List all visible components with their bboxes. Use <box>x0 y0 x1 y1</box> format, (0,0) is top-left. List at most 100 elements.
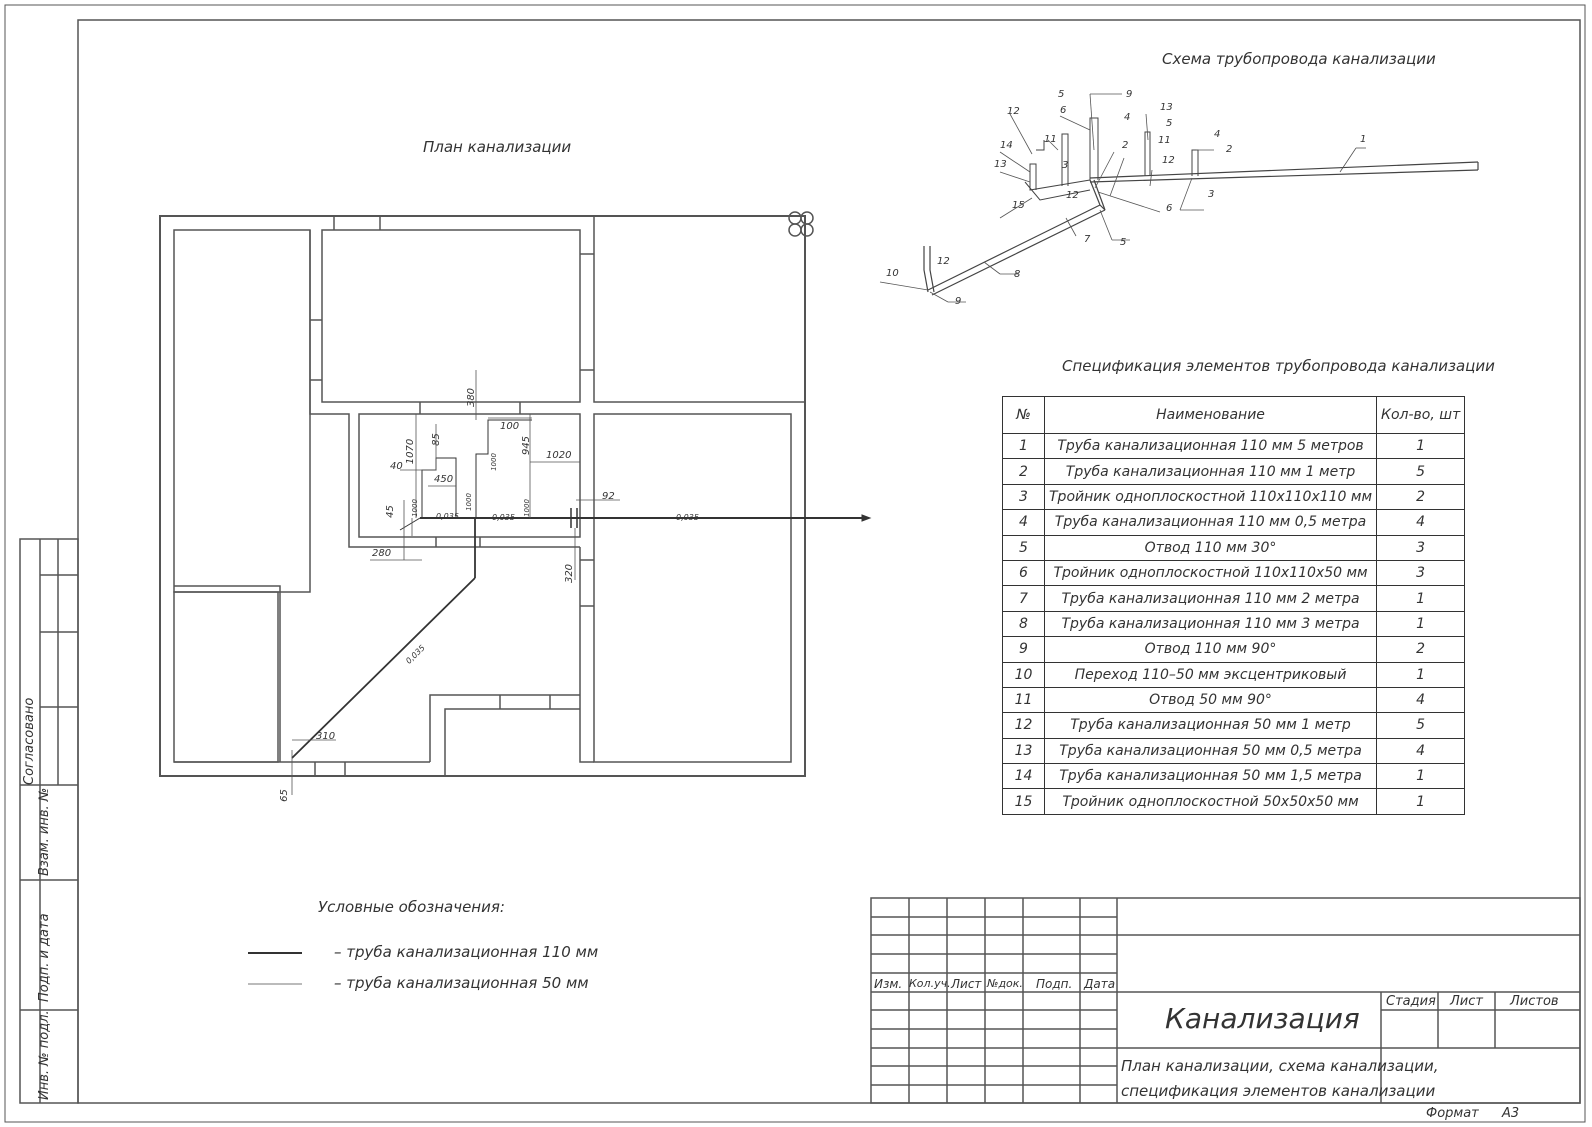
spec-cell-qty: 1 <box>1376 432 1466 460</box>
drawing-description-1: План канализации, схема канализации, <box>1121 1057 1439 1075</box>
scheme-callout: 12 <box>937 256 950 267</box>
scheme-title: Схема трубопровода канализации <box>1162 50 1436 68</box>
scheme-callout: 12 <box>1007 106 1020 117</box>
spec-cell-number: 12 <box>1002 712 1045 739</box>
scheme-callout: 8 <box>1014 269 1021 280</box>
spec-cell-number: 14 <box>1002 763 1045 790</box>
spec-cell-number: 5 <box>1002 534 1045 561</box>
spec-cell-number: 10 <box>1002 661 1045 688</box>
dim-320: 320 <box>564 563 576 584</box>
riser-marker: 1000 <box>464 493 473 511</box>
spec-cell-qty: 1 <box>1376 763 1466 790</box>
spec-cell-name: Тройник одноплоскостной 50х50х50 мм <box>1043 788 1378 815</box>
scheme-callout: 13 <box>994 159 1007 170</box>
scheme-callout: 6 <box>1166 203 1173 214</box>
tb-sheets: Листов <box>1510 994 1559 1009</box>
spec-cell-qty: 4 <box>1376 737 1466 765</box>
spec-cell-number: 4 <box>1002 509 1045 536</box>
spec-cell-qty: 1 <box>1376 661 1466 688</box>
tb-col-koluch: Кол.уч. <box>909 977 951 990</box>
spec-cell-number: 15 <box>1002 788 1045 815</box>
spec-cell-name: Тройник одноплоскостной 110х110х110 мм <box>1043 483 1378 511</box>
spec-cell-qty: 3 <box>1376 534 1466 561</box>
spec-cell-name: Труба канализационная 50 мм 1 метр <box>1043 712 1378 739</box>
riser-marker: 1000 <box>410 499 419 517</box>
dim-100: 100 <box>500 421 520 432</box>
legend-item-50: – труба канализационная 50 мм <box>334 974 589 992</box>
dim-65: 65 <box>278 789 290 802</box>
tb-sheet: Лист <box>1450 994 1483 1009</box>
spec-cell-name: Труба канализационная 50 мм 0,5 метра <box>1043 737 1378 765</box>
spec-cell-qty: 1 <box>1376 585 1466 612</box>
scheme-callout: 12 <box>1066 190 1079 201</box>
riser-marker: 1000 <box>489 453 498 471</box>
scheme-callout: 4 <box>1214 129 1221 140</box>
spec-cell-name: Отвод 50 мм 90° <box>1043 686 1378 714</box>
scheme-callout: 12 <box>1162 155 1175 166</box>
scheme-callout: 13 <box>1160 102 1173 113</box>
spec-cell-name: Переход 110–50 мм эксцентриковый <box>1043 661 1378 688</box>
scheme-callout: 4 <box>1124 112 1131 123</box>
scheme-callout: 6 <box>1060 105 1067 116</box>
scheme-callout: 5 <box>1058 89 1065 100</box>
spec-cell-name: Труба канализационная 50 мм 1,5 метра <box>1043 763 1378 790</box>
spec-cell-qty: 4 <box>1376 686 1466 714</box>
spec-title: Спецификация элементов трубопровода кана… <box>1062 357 1495 375</box>
spec-cell-qty: 5 <box>1376 712 1466 739</box>
spec-cell-name: Отвод 110 мм 90° <box>1043 636 1378 663</box>
spec-cell-number: 8 <box>1002 610 1045 638</box>
dim-92: 92 <box>602 491 615 502</box>
stamp-inv-replace: Взам. инв. № <box>37 787 52 876</box>
spec-cell-qty: 1 <box>1376 788 1466 815</box>
spec-header-name: Наименование <box>1043 396 1378 434</box>
stamp-sign-date: Подп. и дата <box>37 913 52 1002</box>
spec-cell-name: Тройник одноплоскостной 110х110х50 мм <box>1043 559 1378 587</box>
tb-col-podp: Подп. <box>1036 977 1073 991</box>
dim-945: 945 <box>521 435 533 456</box>
scheme-callout: 3 <box>1062 160 1069 171</box>
spec-cell-name: Труба канализационная 110 мм 2 метра <box>1043 585 1378 612</box>
dim-85: 85 <box>430 433 442 446</box>
stamp-agreed: Согласовано <box>22 697 37 785</box>
scheme-callout: 7 <box>1084 234 1091 245</box>
spec-cell-name: Труба канализационная 110 мм 1 метр <box>1043 458 1378 485</box>
dim-45: 45 <box>384 505 396 518</box>
spec-cell-qty: 1 <box>1376 610 1466 638</box>
dim-280: 280 <box>372 548 392 559</box>
slope-label: 0,035 <box>492 513 515 522</box>
scheme-callout: 1 <box>1360 134 1367 145</box>
scheme-callout: 14 <box>1000 140 1013 151</box>
dim-380: 380 <box>466 387 478 408</box>
spec-cell-name: Труба канализационная 110 мм 3 метра <box>1043 610 1378 638</box>
spec-cell-qty: 2 <box>1376 636 1466 663</box>
spec-cell-name: Отвод 110 мм 30° <box>1043 534 1378 561</box>
spec-cell-name: Труба канализационная 110 мм 0,5 метра <box>1043 509 1378 536</box>
spec-header-number: № <box>1002 396 1045 434</box>
tb-col-doc: №док. <box>987 977 1023 990</box>
tb-format-label: Формат <box>1426 1106 1479 1121</box>
dim-1020: 1020 <box>546 450 572 461</box>
riser-marker: 1000 <box>522 499 531 517</box>
legend-item-110: – труба канализационная 110 мм <box>334 943 599 961</box>
spec-cell-qty: 3 <box>1376 559 1466 587</box>
spec-cell-number: 9 <box>1002 636 1045 663</box>
spec-cell-number: 13 <box>1002 737 1045 765</box>
scheme-callout: 2 <box>1226 144 1233 155</box>
drawing-description-2: спецификация элементов канализации <box>1121 1082 1436 1100</box>
scheme-callout: 5 <box>1120 237 1127 248</box>
spec-cell-name: Труба канализационная 110 мм 5 метров <box>1043 432 1378 460</box>
tb-col-izm: Изм. <box>874 977 903 991</box>
